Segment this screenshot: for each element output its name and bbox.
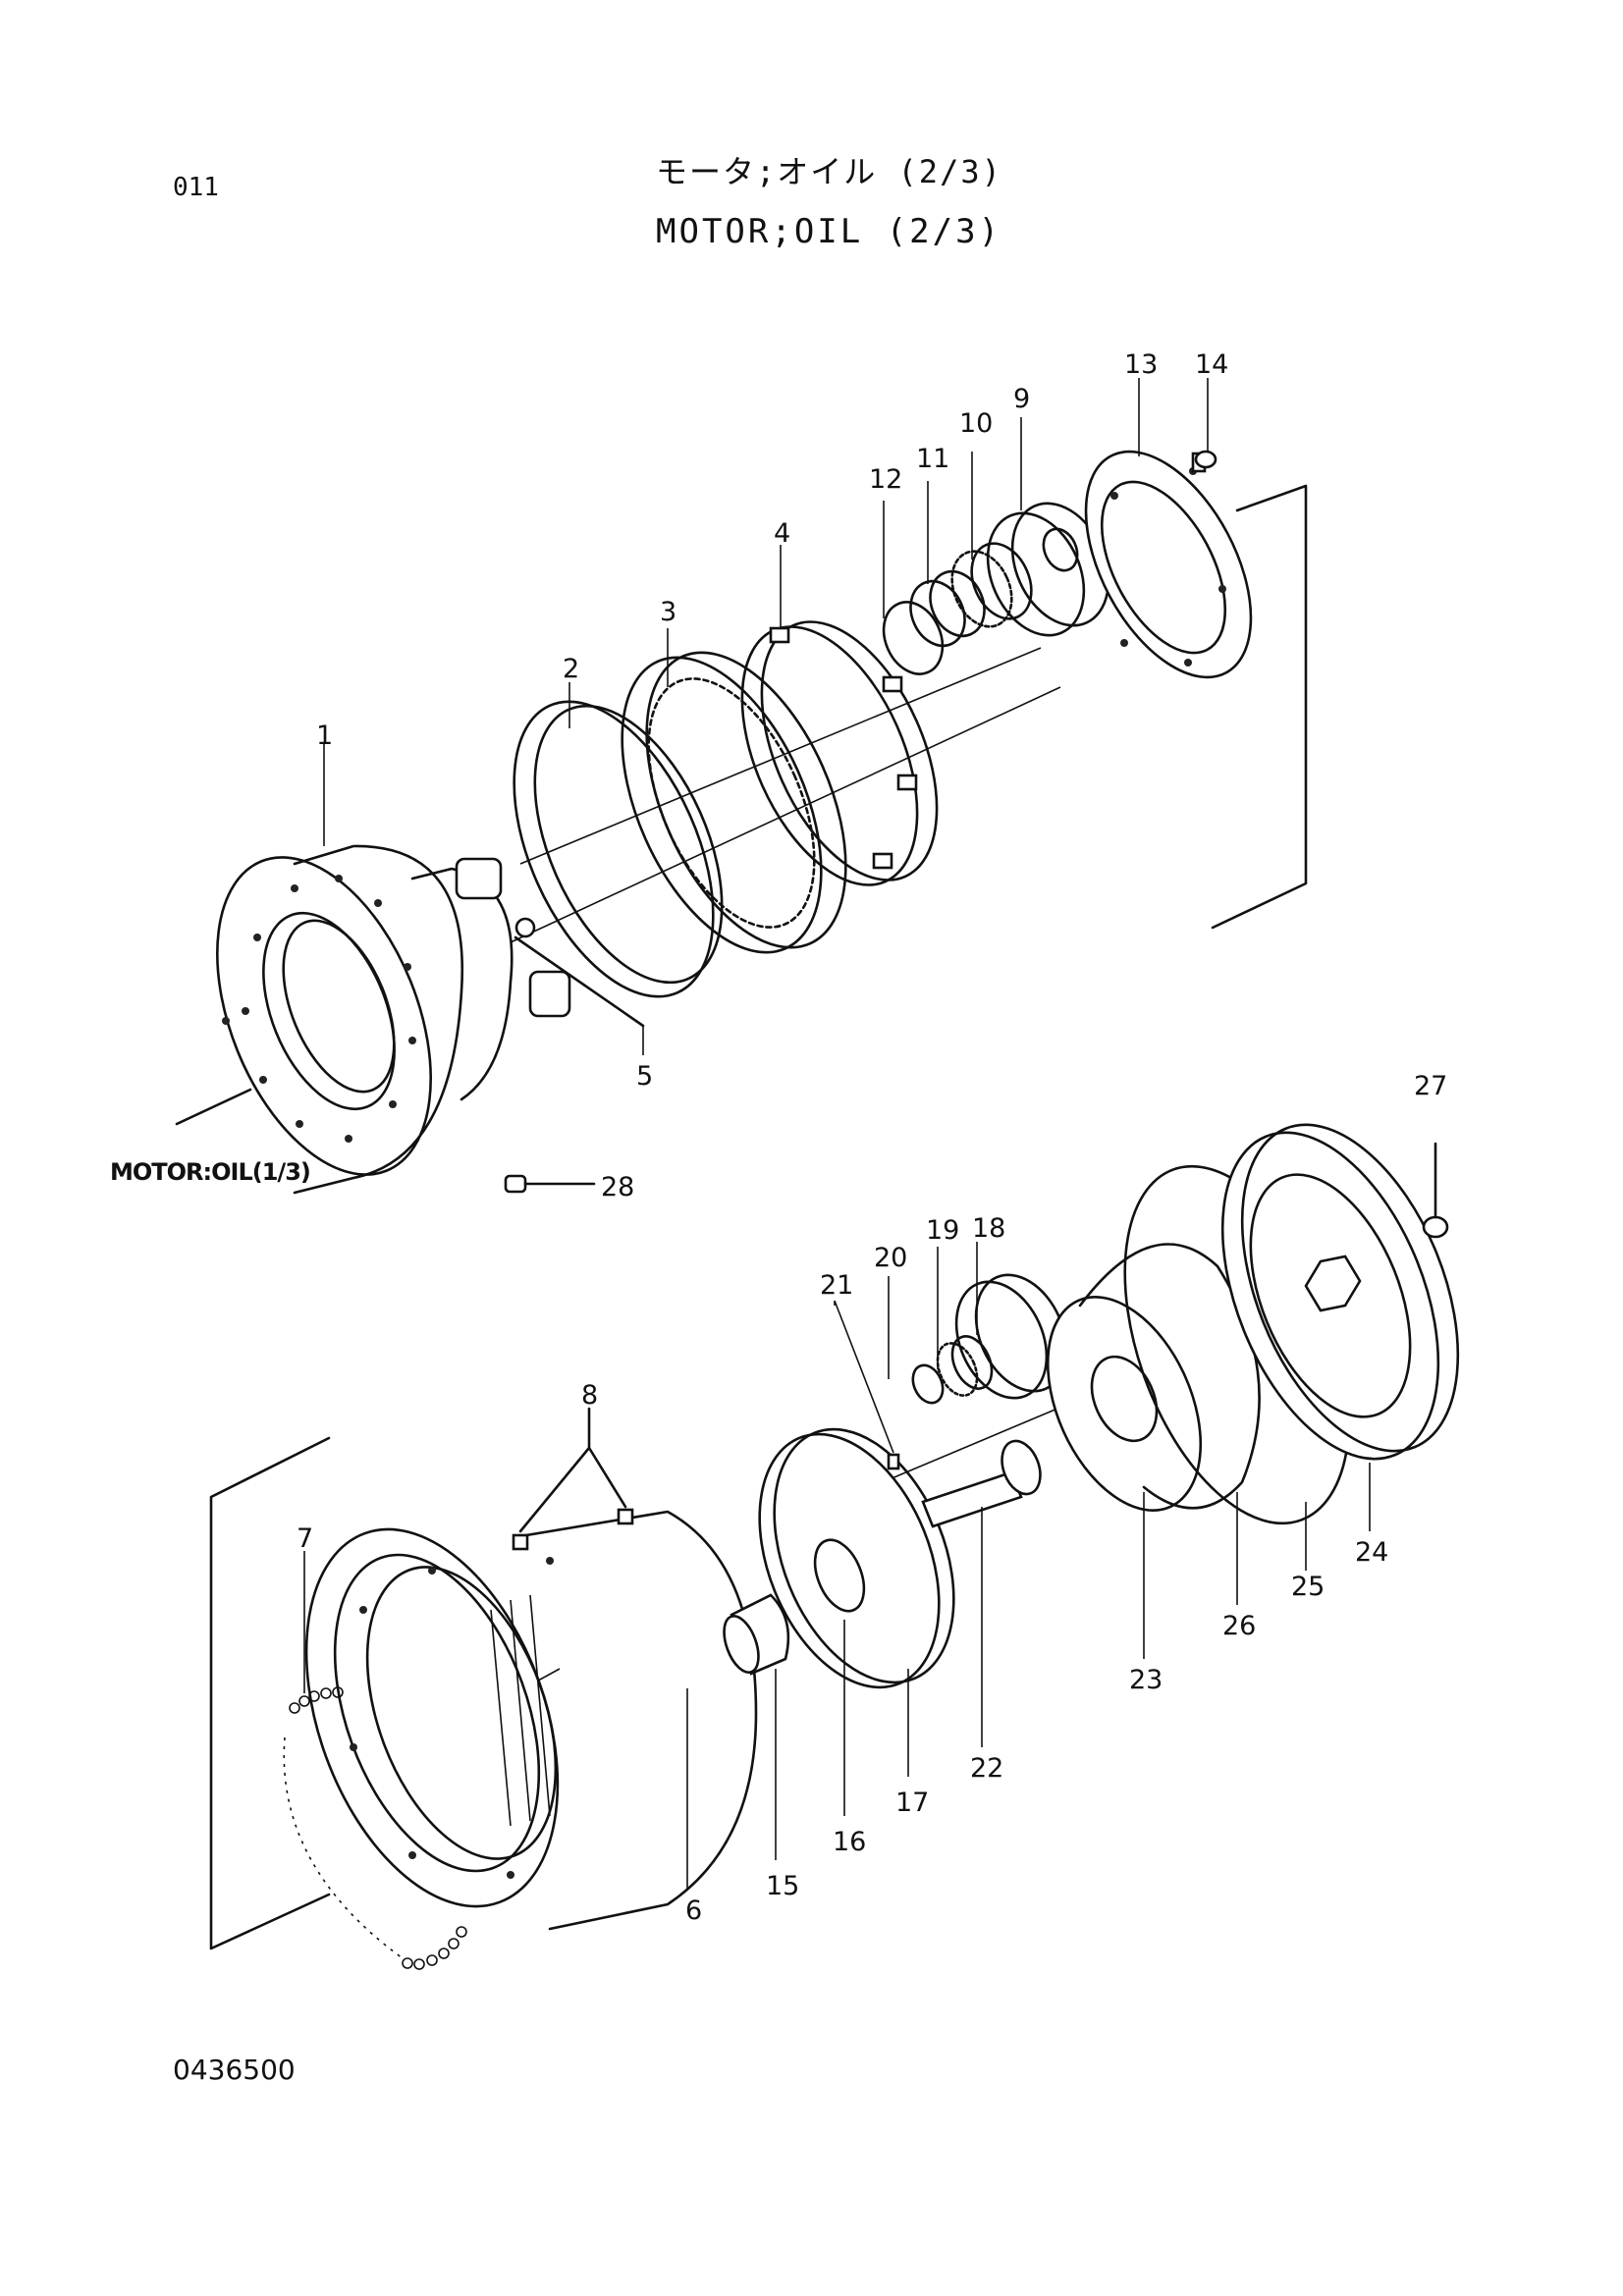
part-12-snap-ring xyxy=(882,601,945,675)
document-number: 0436500 xyxy=(173,2054,296,2086)
part-3-bearing xyxy=(621,651,847,954)
callout-26: 26 xyxy=(1222,1611,1256,1641)
callout-23: 23 xyxy=(1129,1665,1163,1695)
part-15-shaft xyxy=(723,1593,790,1676)
callout-22: 22 xyxy=(970,1753,1003,1784)
part-6-drum xyxy=(304,1510,758,1931)
callout-19: 19 xyxy=(926,1215,959,1246)
part-7-balls xyxy=(283,1686,467,1970)
part-1-housing xyxy=(216,844,571,1195)
part-22-sun-gear xyxy=(921,1439,1042,1528)
callout-21: 21 xyxy=(820,1270,853,1301)
callout-5: 5 xyxy=(636,1061,653,1092)
callout-4: 4 xyxy=(774,518,790,549)
callout-15: 15 xyxy=(766,1871,799,1901)
part-11-collar xyxy=(909,569,986,648)
part-26-snap-ring xyxy=(1078,1243,1261,1510)
part-17-carrier xyxy=(758,1427,955,1689)
part-10-needle-bearing xyxy=(950,542,1033,628)
callout-6: 6 xyxy=(685,1896,702,1926)
callout-9: 9 xyxy=(1013,384,1030,414)
part-8-screws xyxy=(512,1407,634,1551)
part-19-needle-bearing xyxy=(936,1335,994,1397)
part-27-plug xyxy=(1422,1142,1449,1239)
cross-reference-note: MOTOR:OIL(1/3) xyxy=(110,1158,311,1186)
part-2-ring xyxy=(513,700,724,998)
callout-27: 27 xyxy=(1414,1071,1447,1101)
callout-2: 2 xyxy=(563,654,579,684)
callout-20: 20 xyxy=(874,1243,907,1273)
callout-1: 1 xyxy=(316,721,333,751)
callout-12: 12 xyxy=(869,464,902,495)
part-4-retainer xyxy=(740,620,939,886)
part-20-collar xyxy=(911,1363,945,1405)
part-28-plug xyxy=(504,1174,596,1194)
callout-17: 17 xyxy=(895,1788,929,1818)
callout-8: 8 xyxy=(581,1380,598,1411)
part-13-plate xyxy=(1084,450,1253,679)
callout-13: 13 xyxy=(1124,349,1158,380)
page-title: MOTOR;OIL (2/3) xyxy=(656,212,1002,251)
callout-11: 11 xyxy=(916,444,949,474)
page-number: 011 xyxy=(173,173,219,202)
callout-3: 3 xyxy=(660,597,676,627)
callout-7: 7 xyxy=(297,1523,313,1554)
callout-28: 28 xyxy=(601,1172,634,1202)
part-24-cover xyxy=(1220,1123,1460,1461)
callout-25: 25 xyxy=(1291,1572,1325,1602)
callout-16: 16 xyxy=(833,1827,866,1857)
page-title-japanese: モータ;オイル (2/3) xyxy=(656,153,1002,190)
callout-18: 18 xyxy=(972,1213,1005,1244)
part-18-gear xyxy=(954,1273,1068,1400)
part-23-plate xyxy=(1046,1296,1203,1512)
callout-10: 10 xyxy=(959,408,993,439)
callout-14: 14 xyxy=(1195,349,1228,380)
callout-24: 24 xyxy=(1355,1537,1388,1568)
part-21-pin xyxy=(834,1300,900,1470)
part-14-bolt xyxy=(1191,450,1217,473)
